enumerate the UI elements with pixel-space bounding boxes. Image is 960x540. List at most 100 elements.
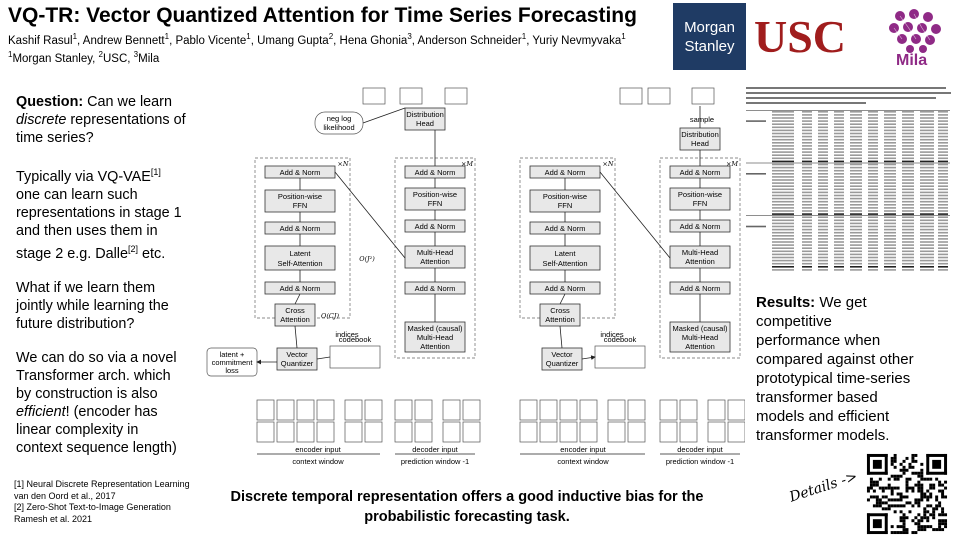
architecture-diagram: ×N ×M Add & Norm Position-wise FFN Add &… <box>206 87 745 466</box>
cross-label1: Cross <box>285 306 305 315</box>
dec-mha-label1: Multi-Head <box>682 248 718 257</box>
table-rows-texture <box>746 110 950 271</box>
right-model: ×N ×M Add & Norm Position-wise FFN Add &… <box>519 87 741 371</box>
input-cell-x <box>607 399 626 421</box>
vq-label1: Vector <box>286 350 308 359</box>
morgan-stanley-logo: Morgan Stanley <box>673 3 746 70</box>
complexity-j2: O(J²) <box>359 255 375 263</box>
codebook-label: codebook <box>339 335 372 344</box>
masked-label1: Masked (causal) <box>672 324 728 333</box>
vqvae-text: Typically via VQ-VAE <box>16 168 151 185</box>
indices-label: indices <box>335 330 359 339</box>
input-cell-x <box>296 399 315 421</box>
input-cell-covariate <box>344 421 363 443</box>
left-prediction-window-label: prediction window -1 <box>401 457 469 466</box>
enc-ffn-label2: FFN <box>558 201 573 210</box>
references: [1] Neural Discrete Representation Learn… <box>14 479 199 525</box>
loss-label2: commitment <box>212 358 254 367</box>
dec-mha-label2: Attention <box>685 257 715 266</box>
masked-label3: Attention <box>685 342 715 351</box>
input-cell-covariate <box>256 421 275 443</box>
question-label: Question: <box>16 94 84 110</box>
codebook-box <box>594 345 646 369</box>
input-cell-x <box>276 399 295 421</box>
decoder-repeat-m: ×M <box>461 160 473 168</box>
results-table-image <box>742 83 954 281</box>
enc-add-norm-1-label: Add & Norm <box>280 284 321 293</box>
author-name: Andrew Bennett <box>82 34 165 47</box>
input-cell-covariate <box>727 421 745 443</box>
window-labels: encoder input context window decoder inp… <box>257 445 740 466</box>
author-name: Hena Ghonia <box>339 34 408 47</box>
cross-label2: Attention <box>545 315 575 324</box>
input-cell-covariate <box>679 421 698 443</box>
author-sup: 1 <box>72 32 78 41</box>
details-arrow-label: Details -> <box>787 468 860 506</box>
dec-add-norm-1-label: Add & Norm <box>680 284 721 293</box>
left-top-outputs <box>362 87 468 105</box>
input-cell-x <box>539 399 558 421</box>
input-cell-x <box>579 399 598 421</box>
input-cell-x <box>344 399 363 421</box>
out-cell <box>362 87 386 105</box>
author-sup: 1 <box>246 32 251 41</box>
dist-label1: Distribution <box>681 130 719 139</box>
affiliation-sup: 3 <box>133 49 139 59</box>
latent-self-attention <box>264 245 336 271</box>
input-cell-covariate <box>462 421 481 443</box>
question-panel: Question: Can we learn discrete represen… <box>16 93 188 473</box>
question-text-b: representations of time series? <box>16 112 186 146</box>
input-cell-covariate <box>519 421 538 443</box>
enc-add-norm-2-label: Add & Norm <box>545 224 586 233</box>
latent-label2: Self-Attention <box>277 259 322 268</box>
cross-label1: Cross <box>550 306 570 315</box>
input-cell-covariate <box>316 421 335 443</box>
input-cell-x <box>519 399 538 421</box>
input-cell-covariate <box>559 421 578 443</box>
dec-ffn-label1: Position-wise <box>678 190 722 199</box>
codebook-box <box>329 345 381 369</box>
input-cell-x <box>659 399 678 421</box>
dec-mha-label1: Multi-Head <box>417 248 453 257</box>
dist-label2: Head <box>416 119 434 128</box>
dec-add-norm-3-label: Add & Norm <box>415 168 456 177</box>
ms-logo-line1: Morgan <box>684 18 735 36</box>
usc-logo: USC <box>753 11 847 62</box>
dec-ffn-label2: FFN <box>428 199 443 208</box>
cross-label2: Attention <box>280 315 310 324</box>
right-prediction-window-label: prediction window -1 <box>666 457 734 466</box>
left-context-window-label: context window <box>292 457 344 466</box>
input-cell-x <box>364 399 383 421</box>
affiliation-name: Morgan Stanley <box>12 52 93 65</box>
latent-label2: Self-Attention <box>542 259 587 268</box>
poster-title: VQ-TR: Vector Quantized Attention for Ti… <box>8 4 637 27</box>
input-cell-x <box>394 399 413 421</box>
left-model: ×N ×M Add & Norm Position-wise FFN Add &… <box>206 87 476 377</box>
left-encoder-input-label: encoder input <box>295 445 341 454</box>
masked-label3: Attention <box>420 342 450 351</box>
distribution-head <box>404 107 446 131</box>
enc-ffn-label1: Position-wise <box>543 192 587 201</box>
stage-text: one can learn such representations in st… <box>16 186 182 262</box>
author-name: Yuriy Nevmyvaka <box>532 34 622 47</box>
affiliation-name: Mila <box>138 52 160 65</box>
enc-add-norm-1-label: Add & Norm <box>545 284 586 293</box>
decoder-repeat-m: ×M <box>726 160 738 168</box>
input-cell-covariate <box>579 421 598 443</box>
ms-logo-line2: Stanley <box>684 37 735 55</box>
input-cell-covariate <box>296 421 315 443</box>
indices-label: indices <box>600 330 624 339</box>
novel-arch-text: We can do so via a novel Transformer arc… <box>16 349 177 402</box>
author-list: Kashif Rasul1, Andrew Bennett1, Pablo Vi… <box>8 30 626 66</box>
masked-label1: Masked (causal) <box>407 324 463 333</box>
out-cell <box>647 87 671 105</box>
question-p2: Typically via VQ-VAE[1] one can learn su… <box>16 163 188 263</box>
encoder-repeat-n: ×N <box>602 160 613 168</box>
input-cell-x <box>316 399 335 421</box>
results-text: We get competitive performance when comp… <box>756 294 914 444</box>
author-name: Kashif Rasul <box>8 34 73 47</box>
dist-label1: Distribution <box>406 110 444 119</box>
out-cell <box>399 87 423 105</box>
qr-code-icon[interactable] <box>864 451 950 537</box>
linear-complexity-text: ! (encoder has linear complexity in cont… <box>16 403 177 456</box>
